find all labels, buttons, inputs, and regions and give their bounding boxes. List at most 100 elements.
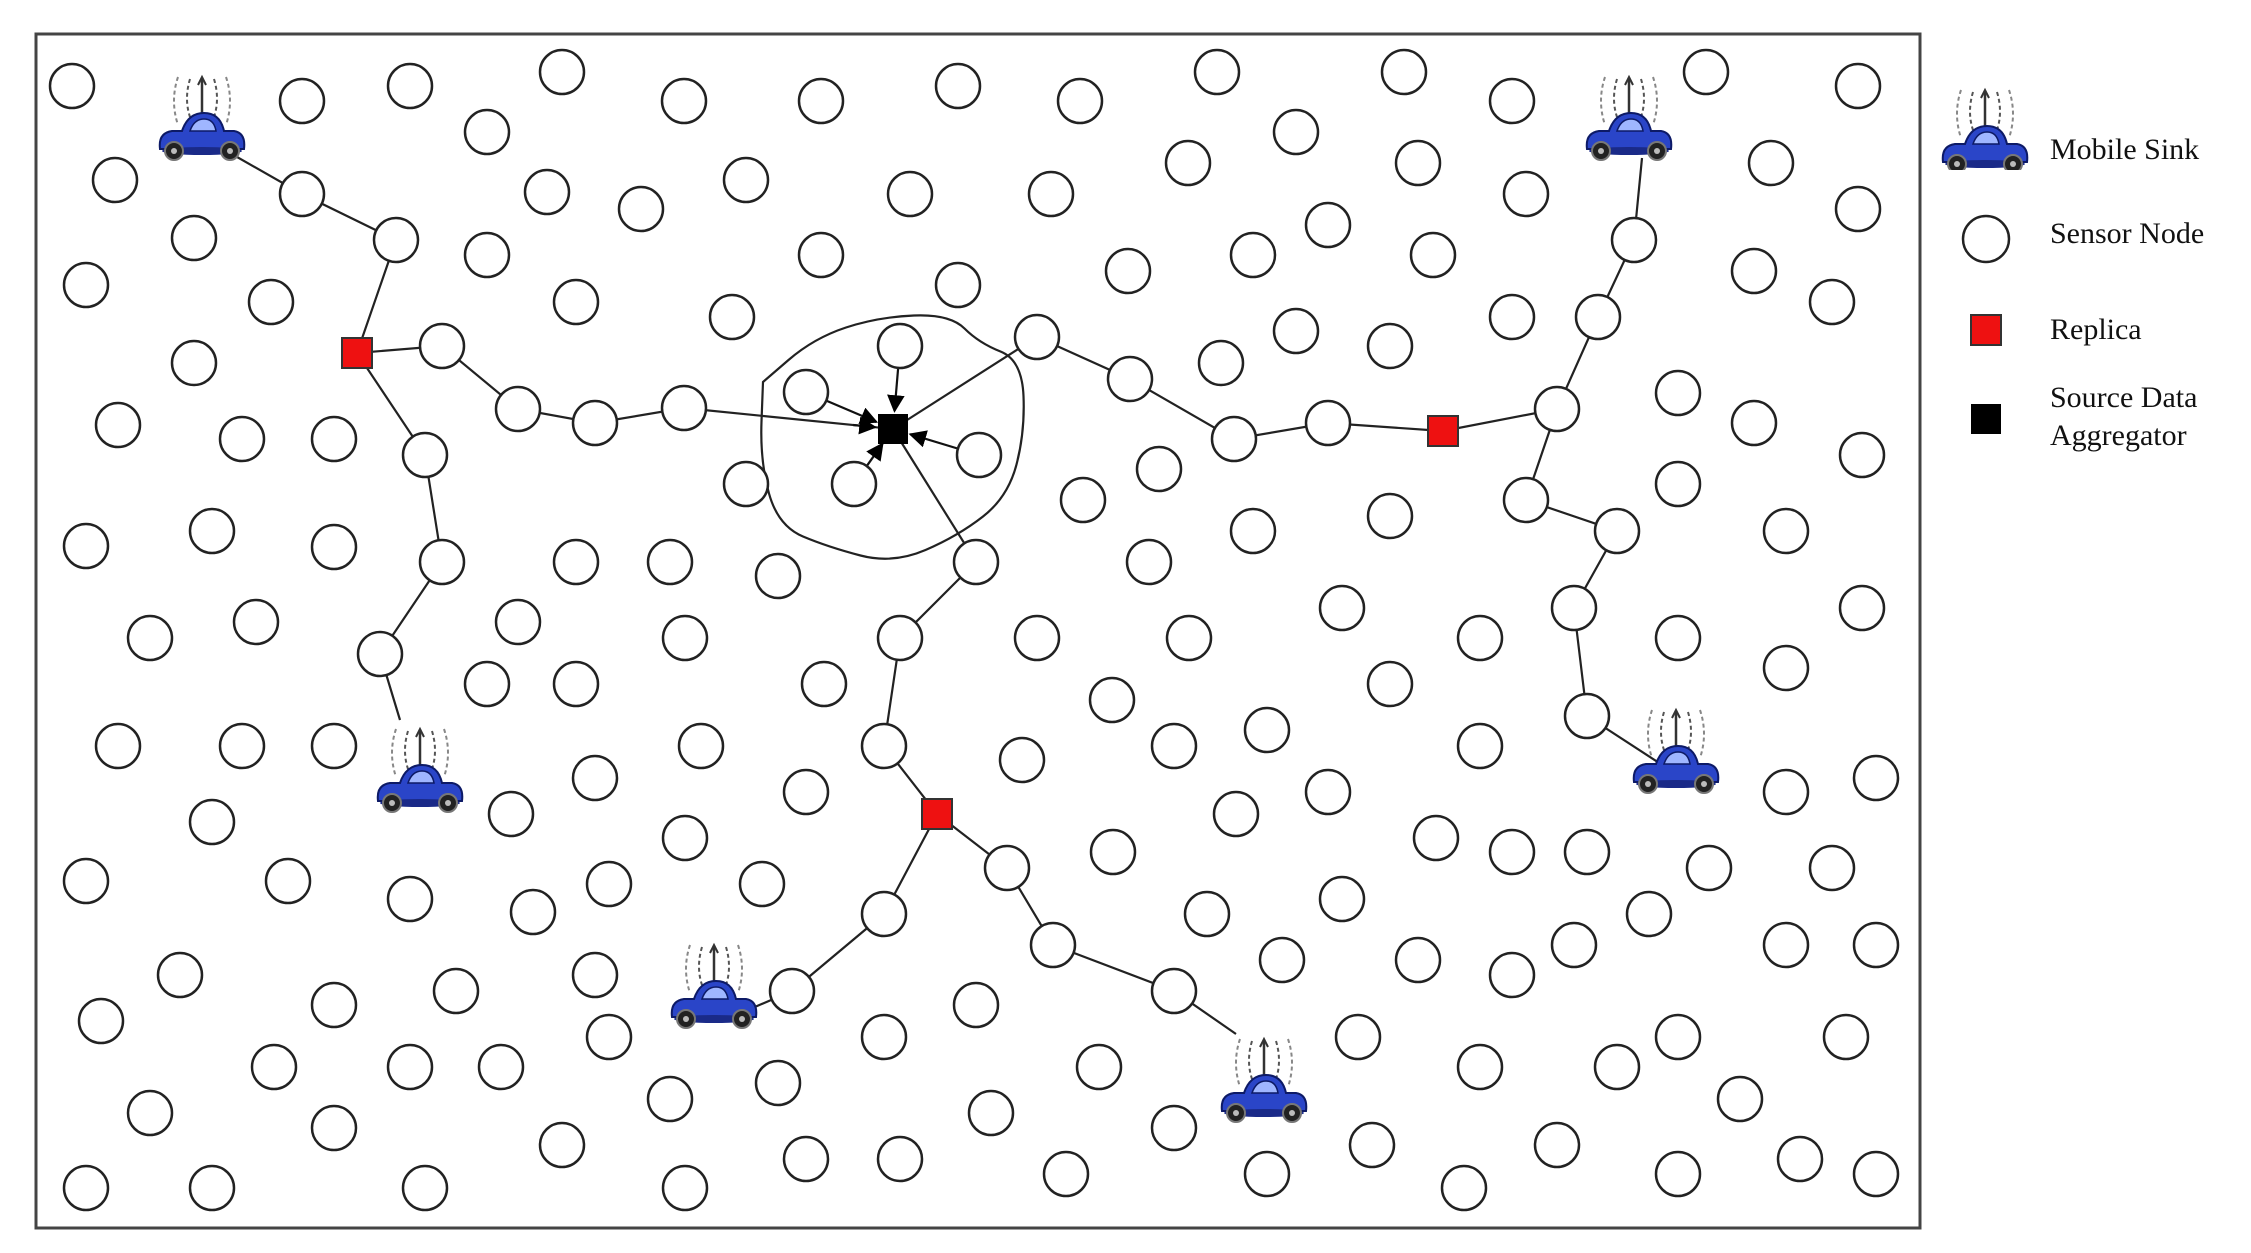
sensor-node [1654, 1013, 1702, 1061]
sensor-node [782, 1135, 830, 1183]
sensor-node [768, 967, 816, 1015]
sensor-node [356, 630, 404, 678]
sensor-node [401, 431, 449, 479]
sensor-node [552, 660, 600, 708]
sensor-node [310, 981, 358, 1029]
sensor-node [1056, 77, 1104, 125]
aggregation-arrow [865, 442, 884, 467]
sensor-node [1762, 507, 1810, 555]
aggregation-arrow [887, 367, 905, 413]
sensor-node [310, 415, 358, 463]
sensor-node [1088, 676, 1136, 724]
sensor-node [432, 967, 480, 1015]
sensor-node [538, 1121, 586, 1169]
sensor-node [1654, 614, 1702, 662]
sensor-node [1654, 460, 1702, 508]
sensor-node [1502, 476, 1550, 524]
sensor-node [876, 1135, 924, 1183]
sensor-node [952, 981, 1000, 1029]
sensor-node [1440, 1164, 1488, 1212]
sensor-node [754, 552, 802, 600]
sensor-node [552, 278, 600, 326]
sensor-node [1243, 706, 1291, 754]
route-link [892, 157, 1644, 441]
sensor-node [477, 1043, 525, 1091]
sensor-node [571, 951, 619, 999]
sensor-node [1550, 584, 1598, 632]
sensor-node [1593, 1043, 1641, 1091]
sensor-node [1654, 369, 1702, 417]
sensor-node [646, 1075, 694, 1123]
sensor-node [1776, 1135, 1824, 1183]
sensor-node [1394, 139, 1442, 187]
sensor-node [967, 1089, 1015, 1137]
sensor-node [1150, 967, 1198, 1015]
sensor-node [1243, 1150, 1291, 1198]
sensor-node [1762, 921, 1810, 969]
sensor-node [1488, 828, 1536, 876]
mobile-sink-icon [670, 943, 758, 1030]
sensor-node [62, 857, 110, 905]
sensor-node [218, 415, 266, 463]
sensor-node [1730, 247, 1778, 295]
sensor-node [156, 951, 204, 999]
red-square-replica-icon [1970, 314, 2002, 346]
mobile-sink-icon [158, 75, 246, 162]
sensor-node [386, 1043, 434, 1091]
route-link [719, 428, 978, 1024]
sensor-node [860, 890, 908, 938]
aggregation-arrow [908, 430, 959, 450]
sensor-node [1654, 1150, 1702, 1198]
sensor-node [1838, 431, 1886, 479]
legend-item-sensor-node: Sensor Node [1940, 210, 2240, 300]
sensor-node [1075, 1043, 1123, 1091]
sensor-node [494, 385, 542, 433]
sensor-node [1563, 692, 1611, 740]
sensor-node [247, 278, 295, 326]
sensor-node [952, 538, 1000, 586]
sensor-node [1550, 921, 1598, 969]
sensor-node [494, 598, 542, 646]
sensor-node [661, 1164, 709, 1212]
sensor-node [617, 185, 665, 233]
sensor-node [1533, 385, 1581, 433]
sensor-node [62, 1164, 110, 1212]
aggregation-region [760, 314, 1025, 560]
sensor-node [1104, 247, 1152, 295]
black-square-aggregator-icon [1971, 404, 2001, 434]
sensor-node [232, 598, 280, 646]
route-link [201, 136, 398, 354]
sensor-node [646, 538, 694, 586]
sensor-node [386, 875, 434, 923]
sensor-node [1488, 77, 1536, 125]
sensor-node [1852, 921, 1900, 969]
legend-item-replica: Replica [1940, 300, 2240, 390]
sensor-node [1685, 844, 1733, 892]
sensor-node [1164, 139, 1212, 187]
aggregator-square [878, 414, 908, 444]
sensor-node [386, 62, 434, 110]
sensor-node [372, 216, 420, 264]
sensor-node [1183, 890, 1231, 938]
sensor-node [722, 156, 770, 204]
sensor-node [782, 768, 830, 816]
sensor-node [1272, 307, 1320, 355]
sensor-node [571, 399, 619, 447]
sensor-node [1318, 584, 1366, 632]
sensor-node [1838, 584, 1886, 632]
sensor-node [1682, 48, 1730, 96]
sensor-node [661, 614, 709, 662]
sensor-node [1409, 231, 1457, 279]
legend-label-mobile-sink: Mobile Sink [2050, 133, 2200, 166]
sensor-node [1834, 185, 1882, 233]
legend-label-source-line2: Aggregator [2050, 419, 2187, 452]
sensor-node [1852, 1150, 1900, 1198]
sensor-node [1834, 62, 1882, 110]
replica-markers [341, 337, 1459, 830]
sensor-node [463, 108, 511, 156]
sensor-node [660, 77, 708, 125]
sensor-node [1593, 507, 1641, 555]
sensor-node [188, 507, 236, 555]
sensor-node [1150, 1104, 1198, 1152]
sensor-node [800, 660, 848, 708]
